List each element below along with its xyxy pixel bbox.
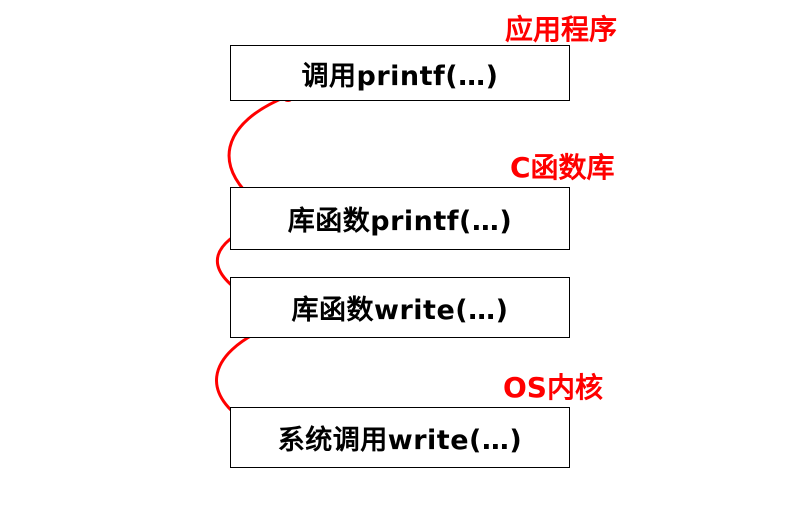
box-syscall-write-label: 系统调用write(…): [277, 425, 523, 456]
box-call-printf-label: 调用printf(…): [301, 60, 499, 92]
box-lib-func-printf: 库函数printf(…): [230, 187, 570, 250]
box-lib-func-write: 库函数write(…): [230, 277, 570, 338]
region-label-c-library: C函数库: [510, 151, 615, 184]
region-label-os-kernel: OS内核: [503, 371, 603, 404]
region-label-application: 应用程序: [505, 13, 618, 46]
box-syscall-write: 系统调用write(…): [230, 407, 570, 468]
box-lib-func-printf-label: 库函数printf(…): [287, 206, 513, 237]
box-lib-func-write-label: 库函数write(…): [291, 295, 509, 326]
box-call-printf: 调用printf(…): [230, 45, 570, 101]
